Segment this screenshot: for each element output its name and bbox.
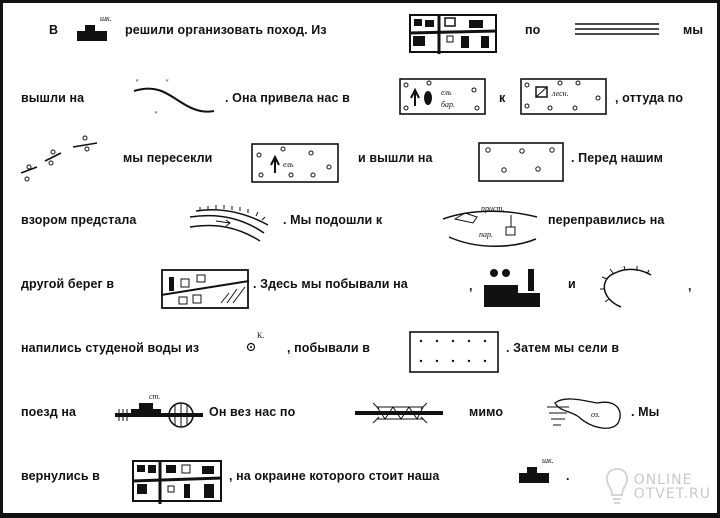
text: и [568,277,576,291]
forester-house-symbol: лесн. [520,78,607,115]
svg-text:ель: ель [283,160,294,169]
highway-symbol [575,23,659,35]
text: мимо [469,405,504,419]
text: взором предстала [21,213,137,227]
lake-swamp-symbol: оз. [547,398,621,429]
text: решили организовать поход. Из [125,23,327,37]
village-symbol [161,269,250,309]
text: напились студеной воды из [21,341,200,355]
text: . Затем мы сели в [506,341,620,355]
factory-symbol [484,269,540,307]
text: мы пересекли [123,151,213,165]
garden-symbol [409,331,499,373]
text: . Мы подошли к [283,213,383,227]
text: , побывали в [287,341,370,355]
river-cliff-symbol [189,205,269,242]
shrub-symbol [478,142,564,182]
school-symbol: шк. [77,14,112,41]
text: . Она привела нас в [225,91,350,105]
quarry-symbol [600,265,652,308]
text: по [525,23,541,37]
text: другой берег в [21,277,115,291]
svg-text:пар.: пар. [479,230,493,239]
text: . Здесь мы побывали на [253,277,408,291]
lightbulb-icon [605,467,628,504]
dirt-road-symbol: " " " [133,79,215,119]
watermark-line1: ONLINE [633,472,693,488]
text: и вышли на [358,151,433,165]
svg-text:": " [154,110,158,119]
railway-bridge-symbol [355,402,443,424]
text: переправились на [548,213,665,227]
clearing-symbol [20,135,98,182]
watermark-line2: OTVET.RU [633,486,711,502]
text: , [469,279,473,293]
school-symbol: шк. [519,456,554,483]
svg-text:прист.: прист. [481,204,504,213]
spring-symbol: К. [246,331,264,352]
text: В [49,23,59,37]
text: вернулись в [21,469,100,483]
svg-text:ст.: ст. [149,392,160,401]
text: . Мы [631,405,660,419]
text: мы [683,23,704,37]
text: . Перед нашим [571,151,664,165]
text: , оттуда по [615,91,684,105]
text: . [566,469,570,483]
pier-ferry-symbol: прист. пар. [442,204,538,247]
text: Он вез нас по [209,405,296,419]
town-symbol [132,460,223,504]
svg-text:К.: К. [257,331,264,340]
text: , [688,279,692,293]
text: , на окраине которого стоит наша [229,469,440,483]
text: поезд на [21,405,77,419]
town-symbol [409,14,498,54]
mixed-forest-symbol: ель бар. [399,78,486,115]
spruce-forest-symbol: ель [251,143,339,183]
svg-text:лесн.: лесн. [551,89,569,98]
railway-station-symbol: ст. [115,392,203,428]
svg-text:бар.: бар. [441,100,455,109]
svg-text:": " [165,79,169,87]
text: вышли на [21,91,85,105]
svg-text:": " [135,79,139,87]
svg-text:ель: ель [441,88,452,97]
svg-text:оз.: оз. [591,410,600,419]
text: к [499,91,506,105]
svg-text:шк.: шк. [542,456,554,465]
svg-text:шк.: шк. [100,14,112,23]
watermark: ONLINE OTVET.RU [604,467,711,507]
